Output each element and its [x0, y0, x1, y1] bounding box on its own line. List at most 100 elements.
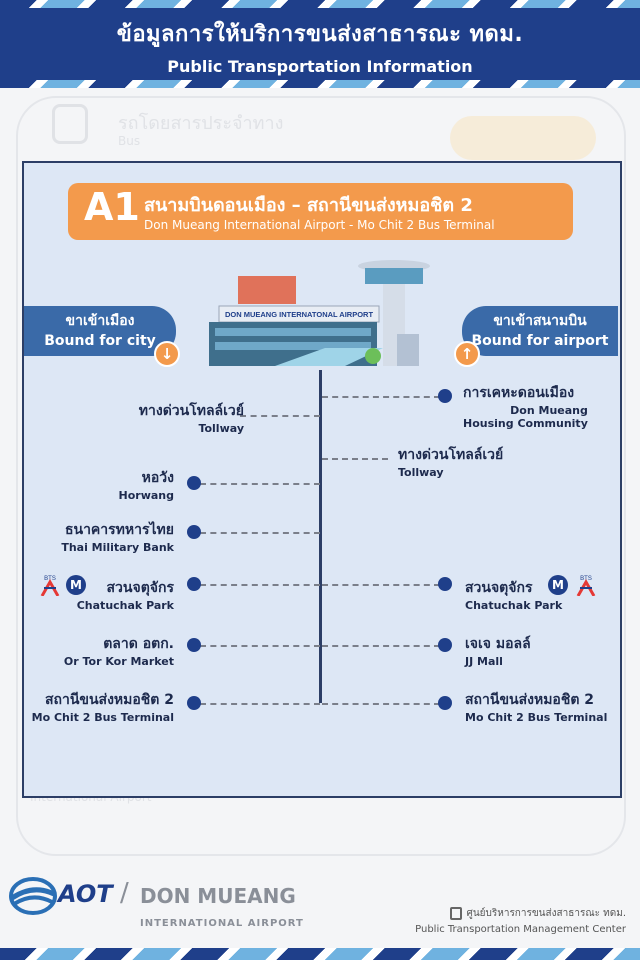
bound-city-en: Bound for city: [44, 333, 156, 349]
route-panel: [22, 161, 622, 798]
tower-cab: [365, 268, 423, 284]
logo-slash: /: [120, 878, 129, 908]
stop-city-thai-military-bank: ธนาคารทหารไทย Thai Military Bank: [61, 519, 174, 554]
stop-name-th: ตลาด อตก.: [103, 636, 174, 652]
stop-dot: [438, 638, 452, 652]
connector-left: [200, 584, 320, 586]
stop-dot: [187, 476, 201, 490]
airport-illustration: DON MUEANG INTERNATONAL AIRPORT: [209, 260, 430, 366]
stop-airport-housing-community: การเคหะดอนเมือง Don Mueang Housing Commu…: [463, 382, 588, 430]
stop-name-en: Tollway: [198, 422, 244, 435]
management-center: ศูนย์บริหารการขนส่งสาธารณะ ทดม. Public T…: [415, 906, 626, 935]
stop-name-en: Chatuchak Park: [76, 599, 174, 612]
bound-for-city: ขาเข้าเมือง Bound for city: [24, 306, 176, 356]
tower-base: [397, 334, 419, 366]
aot-text: AOT: [58, 880, 113, 908]
stop-city-chatuchak: สวนจตุจักร Chatuchak Park: [77, 577, 174, 612]
intl-airport-text: INTERNATIONAL AIRPORT: [140, 918, 304, 929]
stop-airport-chatuchak: สวนจตุจักร Chatuchak Park: [465, 577, 562, 612]
up-arrow-icon: ↑: [454, 341, 480, 367]
metro-icon: M: [548, 575, 568, 595]
stop-dot: [187, 525, 201, 539]
airport-sign-text: DON MUEANG INTERNATONAL AIRPORT: [225, 310, 373, 319]
header-title-th: ข้อมูลการให้บริการขนส่งสาธารณะ ทดม.: [116, 22, 524, 47]
stop-name-th: หอวัง: [141, 470, 174, 486]
stop-name-th: การเคหะดอนเมือง: [463, 385, 575, 401]
connector-left: [240, 415, 320, 417]
stop-dot: [187, 696, 201, 710]
stop-city-tollway: ทางด่วนโทลล์เวย์ Tollway: [139, 400, 244, 435]
stop-name-th: สวนจตุจักร: [106, 580, 174, 596]
aot-logo-icon: [9, 877, 57, 915]
stop-dot: [438, 696, 452, 710]
stop-dot: [187, 577, 201, 591]
connector-left: [200, 532, 320, 534]
bound-for-airport: ขาเข้าสนามบิน Bound for airport: [462, 306, 618, 356]
stop-name-th: ธนาคารทหารไทย: [64, 522, 174, 538]
background-subtitle: Bus: [118, 134, 141, 148]
route-line: [319, 370, 322, 703]
stop-city-or-tor-kor: ตลาด อตก. Or Tor Kor Market: [64, 633, 174, 668]
stop-airport-tollway: ทางด่วนโทลล์เวย์ Tollway: [398, 444, 503, 479]
stop-dot: [187, 638, 201, 652]
don-mueang-text: DON MUEANG: [140, 884, 296, 908]
page-header: ข้อมูลการให้บริการขนส่งสาธารณะ ทดม. Publ…: [0, 8, 640, 80]
stop-name-en: Tollway: [398, 466, 444, 479]
stop-name-th: ทางด่วนโทลล์เวย์: [398, 447, 504, 463]
route-banner: A1 สนามบินดอนเมือง – สถานีขนส่งหมอชิต 2 …: [68, 183, 573, 240]
stop-name-en: Chatuchak Park: [465, 599, 563, 612]
route-code: A1: [84, 185, 140, 229]
header-stripe: [0, 80, 640, 88]
stop-name-th: สถานีขนส่งหมอชิต 2: [44, 692, 174, 708]
stop-dot: [438, 577, 452, 591]
tree-icon: [365, 348, 381, 364]
route-name-en: Don Mueang International Airport - Mo Ch…: [144, 218, 495, 232]
stop-name-en: Mo Chit 2 Bus Terminal: [465, 711, 608, 724]
top-stripe: [0, 0, 640, 8]
connector-right: [322, 396, 440, 398]
stop-city-mo-chit-2: สถานีขนส่งหมอชิต 2 Mo Chit 2 Bus Termina…: [32, 689, 174, 724]
metro-icon: M: [66, 575, 86, 595]
background-title: รถโดยสารประจำทาง: [118, 113, 284, 134]
stop-name-th: สถานีขนส่งหมอชิต 2: [465, 692, 595, 708]
center-name-th: ศูนย์บริหารการขนส่งสาธารณะ ทดม.: [466, 908, 626, 919]
bottom-stripe: [0, 948, 640, 960]
bus-icon: [450, 907, 463, 920]
center-name-en: Public Transportation Management Center: [415, 924, 626, 935]
connector-right: [322, 584, 440, 586]
stop-airport-jj-mall: เจเจ มอลล์ JJ Mall: [465, 633, 531, 668]
header-title-en: Public Transportation Information: [167, 57, 473, 76]
down-arrow-icon: ↓: [154, 341, 180, 367]
stop-name-en: JJ Mall: [465, 655, 503, 668]
background-pill: [450, 116, 596, 160]
bts-icon: BTS: [576, 576, 596, 596]
connector-right: [322, 645, 440, 647]
stop-dot: [438, 389, 452, 403]
connector-left: [200, 703, 320, 705]
route-name-th: สนามบินดอนเมือง – สถานีขนส่งหมอชิต 2: [144, 195, 473, 216]
bus-icon: [52, 104, 88, 144]
bound-airport-th: ขาเข้าสนามบิน: [493, 313, 587, 329]
stop-name-th: สวนจตุจักร: [465, 580, 533, 596]
connector-right: [322, 458, 388, 460]
stop-name-th: ทางด่วนโทลล์เวย์: [138, 403, 244, 419]
bts-icon: BTS: [40, 576, 60, 596]
airport-walkway: [275, 348, 383, 366]
stop-name-en: Or Tor Kor Market: [63, 655, 174, 668]
connector-left: [200, 645, 320, 647]
stop-name-th: เจเจ มอลล์: [465, 636, 531, 652]
stop-name-en: Mo Chit 2 Bus Terminal: [31, 711, 174, 724]
connector-left: [200, 483, 320, 485]
airport-window-row: [215, 342, 371, 350]
stop-name-en: Don Mueang Housing Community: [463, 404, 588, 430]
stop-city-horwang: หอวัง Horwang: [119, 467, 174, 502]
airport-window-row: [215, 328, 371, 336]
bound-city-th: ขาเข้าเมือง: [65, 313, 135, 329]
connector-right: [322, 703, 440, 705]
bound-airport-en: Bound for airport: [471, 333, 609, 349]
airport-roof-block: [238, 276, 296, 304]
stop-name-en: Horwang: [118, 489, 174, 502]
stop-airport-mo-chit-2: สถานีขนส่งหมอชิต 2 Mo Chit 2 Bus Termina…: [465, 689, 607, 724]
background-card: [16, 96, 626, 856]
stop-name-en: Thai Military Bank: [61, 541, 174, 554]
